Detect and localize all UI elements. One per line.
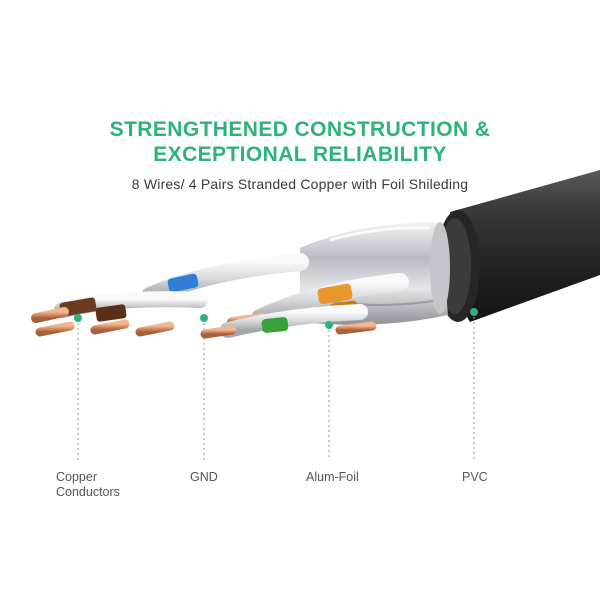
label-gnd: GND [190, 470, 218, 484]
callout-dot-icon [200, 314, 208, 322]
label-pvc: PVC [462, 470, 488, 484]
headline-line-2: EXCEPTIONAL RELIABILITY [153, 143, 447, 166]
pvc-jacket [436, 170, 600, 322]
label-copper-line-1: Copper [56, 470, 97, 484]
subtitle: 8 Wires/ 4 Pairs Stranded Copper with Fo… [131, 176, 469, 192]
callout-dot-icon [325, 321, 333, 329]
headline-line-1: STRENGTHENED CONSTRUCTION & [109, 118, 491, 141]
callout-lines [77, 312, 475, 460]
callout-dot-icon [74, 314, 82, 322]
callout-dot-icon [470, 308, 478, 316]
label-alum-foil: Alum-Foil [306, 470, 359, 484]
label-copper-line-2: Conductors [56, 485, 120, 499]
pair-green [200, 304, 368, 339]
pair-brown [31, 291, 208, 337]
label-copper-conductors: Copper Conductors [56, 470, 120, 500]
